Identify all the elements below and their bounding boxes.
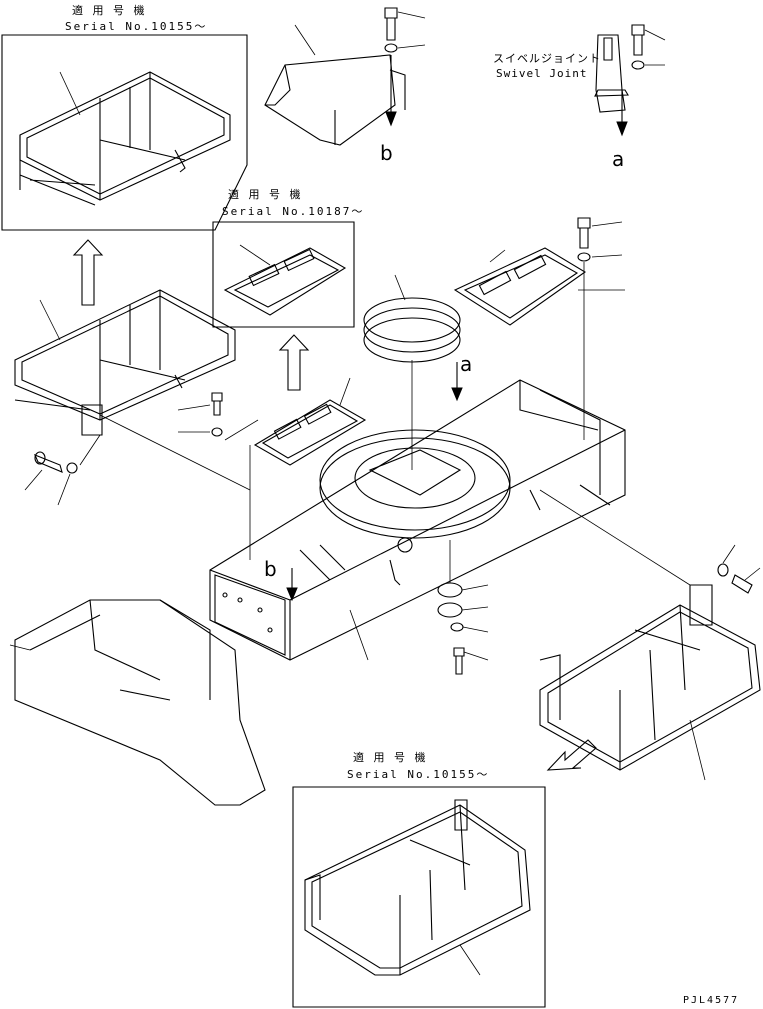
revolving-frame <box>210 380 690 660</box>
ref-label-a-top: a <box>612 147 625 171</box>
swivel-joint-label-jp: スイベルジョイント <box>493 52 601 65</box>
swivel-joint-part <box>595 25 665 135</box>
ref-label-a-middle: a <box>460 352 473 376</box>
guard-rail-part-bottom <box>305 800 530 975</box>
ref-label-b-middle: b <box>264 557 277 581</box>
ref-label-b-top: b <box>380 141 393 165</box>
swing-bearing-ring <box>364 275 460 470</box>
applicable-label-middle: 適 用 号 機 <box>228 188 304 201</box>
cover-plate-top <box>265 25 405 145</box>
up-arrow-left <box>74 240 102 305</box>
counterweight-cover <box>10 600 265 805</box>
frame-top-left <box>2 35 247 230</box>
arrow-a-middle <box>452 362 462 400</box>
up-arrow-middle <box>280 335 308 390</box>
cover-plate-lower <box>225 378 365 560</box>
left-bolt-washer <box>25 435 100 505</box>
applicable-label-bottom: 適 用 号 機 <box>353 751 429 764</box>
top-bolt-b <box>385 8 425 125</box>
down-left-arrow <box>548 740 596 770</box>
applicable-label-top-left: 適 用 号 機 <box>72 4 148 17</box>
lower-bolt-plates <box>438 540 488 674</box>
turntable-flange <box>320 430 510 552</box>
drawing-code: PJL4577 <box>683 995 740 1006</box>
guard-rail-part-right <box>540 545 760 780</box>
serial-label-middle: Serial No.10187～ <box>222 205 365 218</box>
middle-bolt-washer <box>178 393 222 436</box>
cover-plate-right <box>455 218 625 440</box>
cover-plate-middle <box>225 248 345 315</box>
serial-label-top-left: Serial No.10155～ <box>65 20 208 33</box>
arrow-b-middle <box>287 568 297 600</box>
guard-rail-part-top-left <box>20 72 230 205</box>
guard-rail-part-left <box>15 290 250 490</box>
frame-bottom <box>293 787 545 1007</box>
frame-middle <box>213 222 354 327</box>
serial-label-bottom: Serial No.10155～ <box>347 768 490 781</box>
swivel-joint-label-en: Swivel Joint <box>496 67 588 80</box>
